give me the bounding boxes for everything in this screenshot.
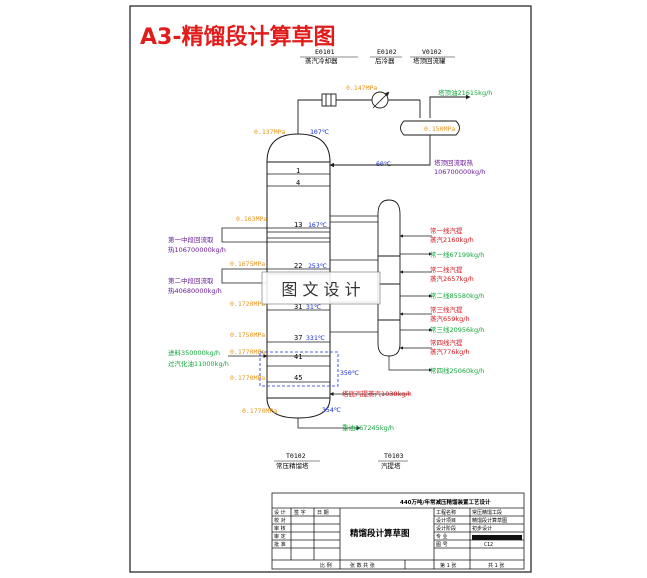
stream-side3-steam: 常三线汽提 — [430, 305, 463, 314]
name-t0103: 汽提塔 — [381, 461, 401, 470]
tb-row-right-key: 设计项目 — [436, 517, 456, 524]
pressure-bottom: 0.1770MPa — [242, 407, 277, 415]
name-e0101: 蒸汽冷却器 — [305, 56, 338, 65]
flash-zone-box — [259, 351, 339, 387]
tray-label: 41 — [294, 353, 302, 361]
stream-side4-product: 常四线25060kg/h — [430, 366, 484, 375]
tray-label: 4 — [296, 179, 300, 187]
pressure-tray31: 0.1720MPa — [230, 300, 265, 308]
tag-v0102: V0102 — [422, 48, 442, 56]
tray-label: 31 — [294, 303, 302, 311]
tb-row-right-key: 图 号 — [436, 542, 448, 548]
temp-top: 107℃ — [310, 128, 330, 136]
temp-reflux: 60℃ — [376, 160, 392, 168]
stream-side1-steam: 常一线汽提 — [430, 226, 463, 235]
stream-overflash: 过汽化油11000kg/h — [168, 359, 229, 368]
stream-pump1-heat-value: 热106700000kg/h — [168, 245, 226, 254]
stream-side2-product: 常二线85580kg/h — [430, 291, 484, 300]
pressure-drum: 0.150MPa — [424, 125, 455, 133]
stream-pump2-heat: 第二中段回流取 — [168, 276, 214, 285]
tag-t0102: T0102 — [286, 452, 306, 460]
pressure-tray22: 0.1675MPa — [230, 260, 265, 268]
tb-bottom-r2: 共 1 张 — [488, 562, 504, 569]
pressure-top: 0.137MPa — [254, 128, 285, 136]
tb-bottom-mid: 张 数 共 张 — [350, 562, 375, 569]
stream-side3-product: 常三线20956kg/h — [430, 325, 484, 334]
pressure-tray41: 0.1770MPa — [230, 348, 265, 356]
pressure-tray45: 0.1770MPa — [230, 374, 265, 382]
temp-tray13: 167℃ — [308, 221, 328, 229]
watermark-text: 图 文 设 计 — [281, 280, 360, 299]
tb-row-left: 设 计 — [274, 509, 286, 516]
tb-row-right-val: C12 — [484, 542, 493, 548]
tray-label: 45 — [294, 374, 302, 382]
column-trays — [267, 173, 330, 383]
watermark: 图 文 设 计 — [261, 271, 381, 305]
pumparound-2 — [221, 268, 267, 284]
stream-pump1-heat: 第一中段回流取 — [168, 235, 214, 244]
stripper-t0103 — [377, 199, 401, 357]
tb-hdr-left: 日 期 — [317, 510, 329, 516]
stream-side1-steam-value: 蒸汽2160kg/h — [430, 235, 474, 244]
stream-bottom-steam: 塔底汽提蒸汽1038kg/h — [342, 389, 412, 398]
tag-t0103: T0103 — [384, 452, 404, 460]
tb-row-right-key: 专 业 — [436, 533, 448, 540]
tb-hdr-left: 签 字 — [294, 509, 306, 516]
tray-label: 22 — [294, 262, 302, 270]
tag-e0102: E0102 — [377, 48, 397, 56]
stream-side1-product: 常一线67199kg/h — [430, 250, 484, 259]
tb-bottom-left: 比 例 — [320, 562, 332, 569]
pressure-tray13: 0.163MPa — [236, 215, 267, 223]
tag-e0101: E0101 — [315, 48, 335, 56]
stream-top-product: 塔顶油21615kg/h — [438, 88, 492, 97]
tray-label: 1 — [296, 167, 300, 175]
tray-label: 13 — [294, 221, 302, 229]
tb-row-left: 批 准 — [274, 541, 286, 548]
name-v0102: 塔顶回流罐 — [413, 56, 446, 65]
tb-row-right-val: 精馏段计算草图 — [472, 517, 507, 524]
drawing-title: A3-精馏段计算草图 — [140, 24, 335, 50]
tb-row-left: 审 定 — [274, 533, 286, 540]
overhead-piping — [297, 91, 471, 168]
tb-row-right-key: 设计阶段 — [436, 525, 456, 532]
stream-feed-oil: 进料350000kg/h — [168, 348, 220, 357]
temp-tray22: 253℃ — [308, 262, 328, 270]
stream-side3-steam-value: 蒸汽659kg/h — [430, 314, 470, 323]
stream-side4-steam-value: 蒸汽776kg/h — [430, 347, 470, 356]
pumparound-1 — [221, 227, 267, 243]
name-e0102: 后冷器 — [375, 56, 395, 65]
stream-pump2-heat-value: 热40680000kg/h — [168, 286, 222, 295]
stream-side2-steam-value: 蒸汽2657kg/h — [430, 274, 474, 283]
stream-reflux-heat: 塔顶回流取热 — [434, 158, 474, 167]
tb-project: 440万吨/年常减压精馏装置工艺设计 — [400, 498, 491, 506]
pressure-tray37: 0.1750MPa — [230, 331, 265, 339]
name-t0102: 常压精馏塔 — [276, 461, 309, 470]
column-t0102 — [266, 133, 331, 419]
drawing-frame — [129, 5, 532, 573]
stream-side2-steam: 常二线汽提 — [430, 265, 463, 274]
stream-reflux-heat-value: 106700000kg/h — [434, 168, 485, 176]
tray-label: 37 — [294, 334, 302, 342]
pressure-condenser: 0.147MPa — [346, 84, 377, 92]
tb-drawing-name: 精馏段计算草图 — [350, 528, 410, 539]
temp-tray37: 331℃ — [306, 334, 326, 342]
tb-bottom-r1: 第 1 张 — [440, 562, 456, 569]
tb-row-left: 校 对 — [274, 517, 286, 524]
tb-row-right-val: 常压精馏工段 — [472, 509, 502, 516]
tb-row-left: 审 核 — [274, 525, 286, 532]
tb-row-right-key: 工程名称 — [436, 509, 456, 516]
tb-row-right-val: 初步设计 — [472, 525, 492, 532]
title-block-fill — [472, 535, 522, 540]
stream-side4-steam: 常四线汽提 — [430, 338, 463, 347]
stream-residue: 重油267245kg/h — [342, 423, 394, 432]
temp-bottom: 354℃ — [322, 406, 342, 414]
temp-tray31: 31℃ — [306, 303, 322, 311]
temp-feed: 350℃ — [340, 369, 360, 377]
